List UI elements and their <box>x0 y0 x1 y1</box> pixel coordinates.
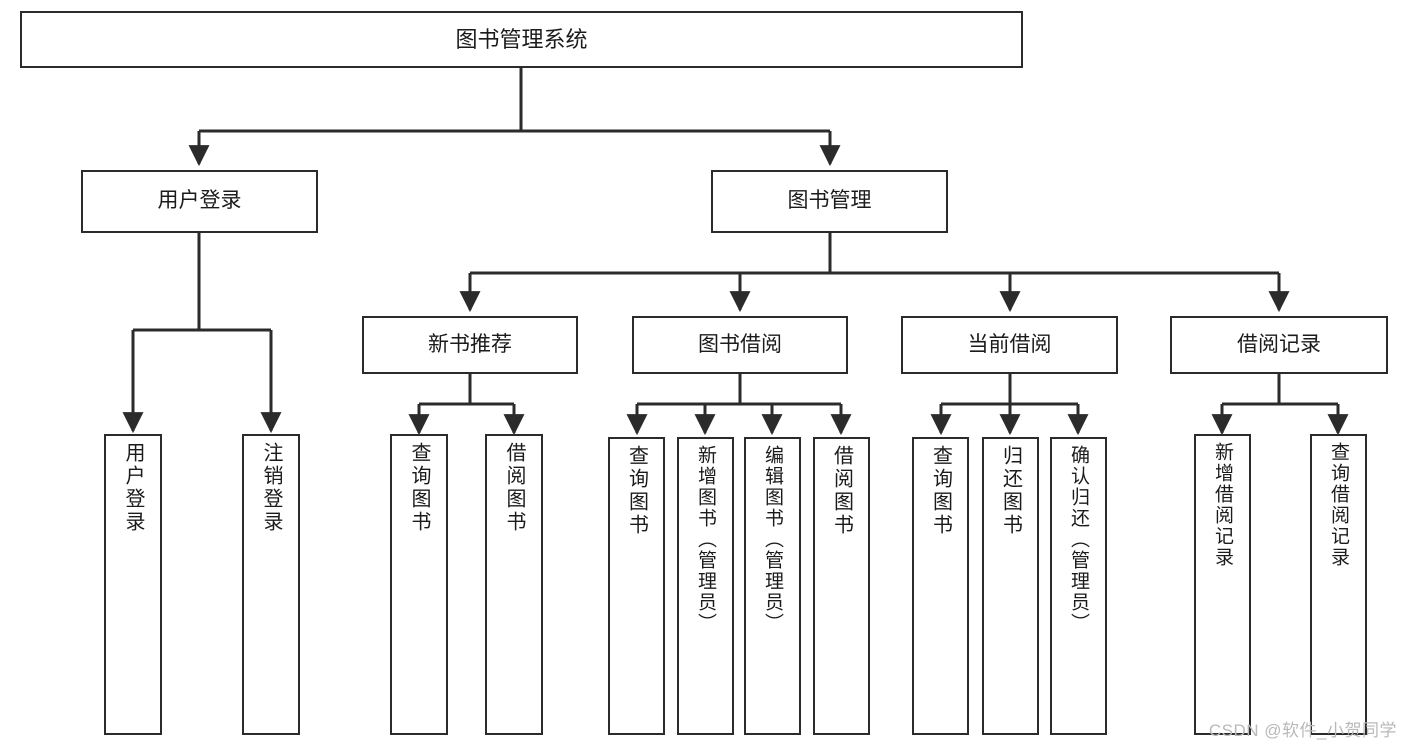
node-leaf-add-book[interactable]: 新增图书（管理员） <box>677 437 734 735</box>
node-label: 图书管理系统 <box>455 26 588 52</box>
node-label: 编辑图书（管理员） <box>762 445 783 634</box>
node-leaf-query-book-current[interactable]: 查询图书 <box>912 437 969 735</box>
node-leaf-query-book-recommend[interactable]: 查询图书 <box>390 434 448 735</box>
node-label: 查询图书 <box>625 445 648 537</box>
node-label: 新增图书（管理员） <box>695 445 716 634</box>
node-label: 用户登录 <box>122 442 144 534</box>
node-label: 借阅记录 <box>1237 332 1321 356</box>
node-label: 新增借阅记录 <box>1212 442 1233 568</box>
node-label: 图书管理 <box>787 189 872 213</box>
node-book-management-system[interactable]: 图书管理系统 <box>20 11 1023 68</box>
node-leaf-borrow-book-recommend[interactable]: 借阅图书 <box>485 434 543 735</box>
node-current-borrow[interactable]: 当前借阅 <box>901 316 1118 374</box>
node-label: 当前借阅 <box>967 332 1052 356</box>
node-label: 借阅图书 <box>503 442 525 534</box>
node-label: 图书借阅 <box>698 332 782 356</box>
node-book-management[interactable]: 图书管理 <box>711 170 948 233</box>
node-leaf-edit-book[interactable]: 编辑图书（管理员） <box>744 437 801 735</box>
node-book-borrow[interactable]: 图书借阅 <box>632 316 848 374</box>
node-leaf-query-borrow-record[interactable]: 查询借阅记录 <box>1310 434 1367 735</box>
node-label: 归还图书 <box>999 445 1022 537</box>
node-leaf-confirm-return[interactable]: 确认归还（管理员） <box>1050 437 1107 735</box>
node-leaf-user-login[interactable]: 用户登录 <box>104 434 162 735</box>
node-user-login[interactable]: 用户登录 <box>81 170 318 233</box>
node-leaf-return-book[interactable]: 归还图书 <box>982 437 1039 735</box>
node-label: 用户登录 <box>157 189 242 213</box>
node-borrow-record[interactable]: 借阅记录 <box>1170 316 1388 374</box>
node-leaf-add-borrow-record[interactable]: 新增借阅记录 <box>1194 434 1251 735</box>
node-label: 借阅图书 <box>830 445 853 537</box>
node-leaf-logout-login[interactable]: 注销登录 <box>242 434 300 735</box>
node-label: 新书推荐 <box>428 332 512 356</box>
node-label: 确认归还（管理员） <box>1068 445 1089 634</box>
node-label: 查询图书 <box>408 442 430 534</box>
watermark-text: CSDN @软件_小贺同学 <box>1208 721 1397 740</box>
node-new-book-recommend[interactable]: 新书推荐 <box>362 316 578 374</box>
node-leaf-borrow-book[interactable]: 借阅图书 <box>813 437 870 735</box>
node-label: 查询借阅记录 <box>1328 442 1349 568</box>
node-label: 注销登录 <box>260 442 282 534</box>
node-leaf-query-book-borrow[interactable]: 查询图书 <box>608 437 665 735</box>
node-label: 查询图书 <box>929 445 952 537</box>
